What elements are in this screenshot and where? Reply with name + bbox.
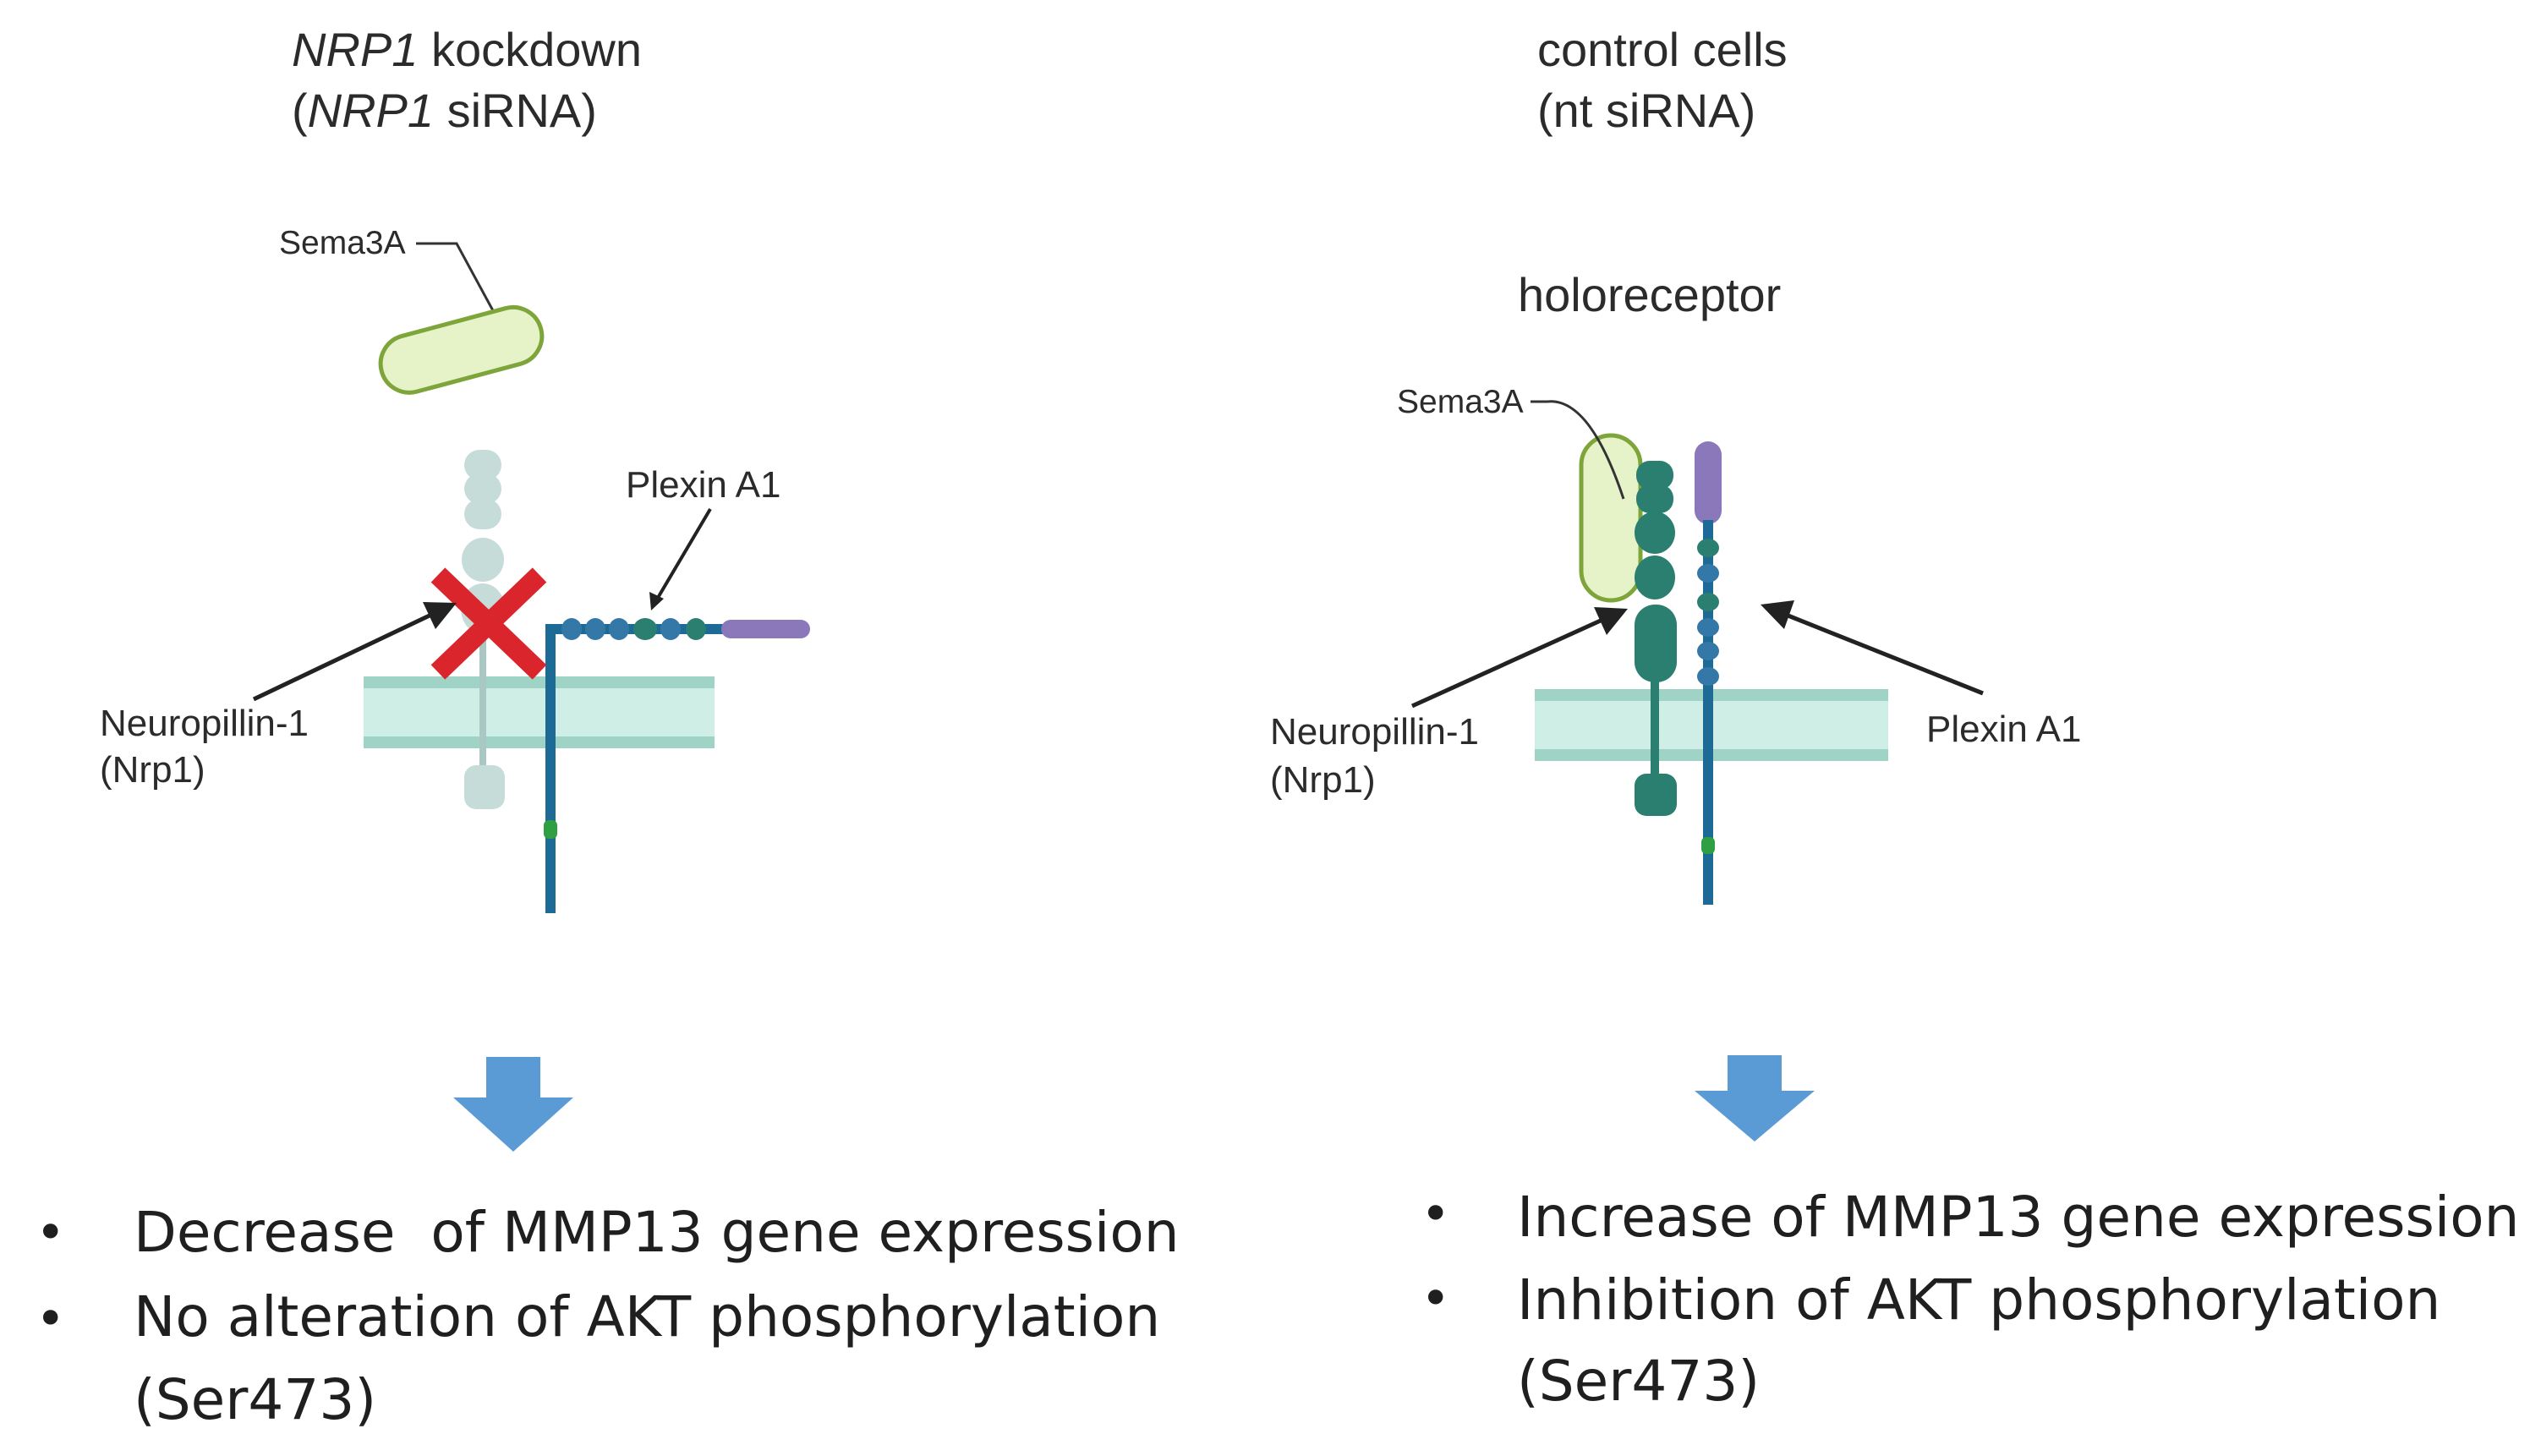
right-nrp1-label-line1: Neuropillin-1 [1270, 711, 1479, 753]
right-nrp1-arrow [1410, 617, 1604, 709]
left-sema3a-label: Sema3A [279, 225, 406, 261]
left-title-line2: (NRP1 siRNA) [292, 84, 597, 137]
left-outcome-2-cont: (Ser473) [134, 1367, 376, 1432]
right-outcome-2: Inhibition of AKT phosphorylation [1517, 1267, 2440, 1333]
left-outcomes-list: • Decrease of MMP13 gene expression • No… [36, 1200, 1180, 1432]
left-title-line1: NRP1 kockdown [292, 23, 642, 76]
red-x-icon [430, 567, 547, 680]
left-bullet-1: • [36, 1203, 65, 1262]
right-sema3a-leader [1547, 400, 1625, 500]
left-membrane [364, 676, 715, 748]
holoreceptor-label: holoreceptor [1518, 268, 1781, 321]
right-outcomes-list: • Increase of MMP13 gene expression • In… [1421, 1185, 2519, 1414]
left-down-arrow [453, 1057, 573, 1152]
left-nrp1-label-line1: Neuropillin-1 [100, 703, 309, 744]
left-sema3a-ligand [378, 304, 545, 395]
right-down-arrow [1695, 1055, 1815, 1141]
right-sema3a-label: Sema3A [1397, 384, 1524, 420]
right-bullet-1: • [1421, 1185, 1450, 1244]
right-plexin-label: Plexin A1 [1926, 709, 2081, 750]
right-outcome-1: Increase of MMP13 gene expression [1517, 1185, 2519, 1250]
right-title-line2: (nt siRNA) [1537, 84, 1755, 137]
left-sema3a-leader [416, 242, 507, 335]
left-panel: NRP1 kockdown (NRP1 siRNA) Sema3A [36, 23, 1180, 1432]
left-plexin-a1 [544, 618, 810, 913]
right-nrp1 [1635, 461, 1677, 816]
right-plexin-arrow [1785, 612, 1984, 696]
left-plexin-pointer [654, 507, 712, 604]
right-sema3a-ligand [1579, 433, 1643, 603]
left-nrp1-label-line2: (Nrp1) [100, 749, 205, 791]
left-outcome-2: No alteration of AKT phosphorylation [134, 1284, 1160, 1349]
right-bullet-2: • [1421, 1269, 1450, 1328]
left-nrp1-arrow [252, 612, 433, 702]
right-panel: control cells (nt siRNA) holoreceptor Se… [1270, 23, 2519, 1414]
right-title-line1: control cells [1537, 23, 1788, 76]
left-outcome-1: Decrease of MMP13 gene expression [134, 1200, 1180, 1265]
right-outcome-2-cont: (Ser473) [1517, 1349, 1760, 1414]
right-plexin-a1 [1695, 441, 1722, 905]
right-nrp1-label-line2: (Nrp1) [1270, 759, 1376, 801]
left-plexin-label: Plexin A1 [626, 464, 780, 506]
left-bullet-2: • [36, 1289, 65, 1349]
